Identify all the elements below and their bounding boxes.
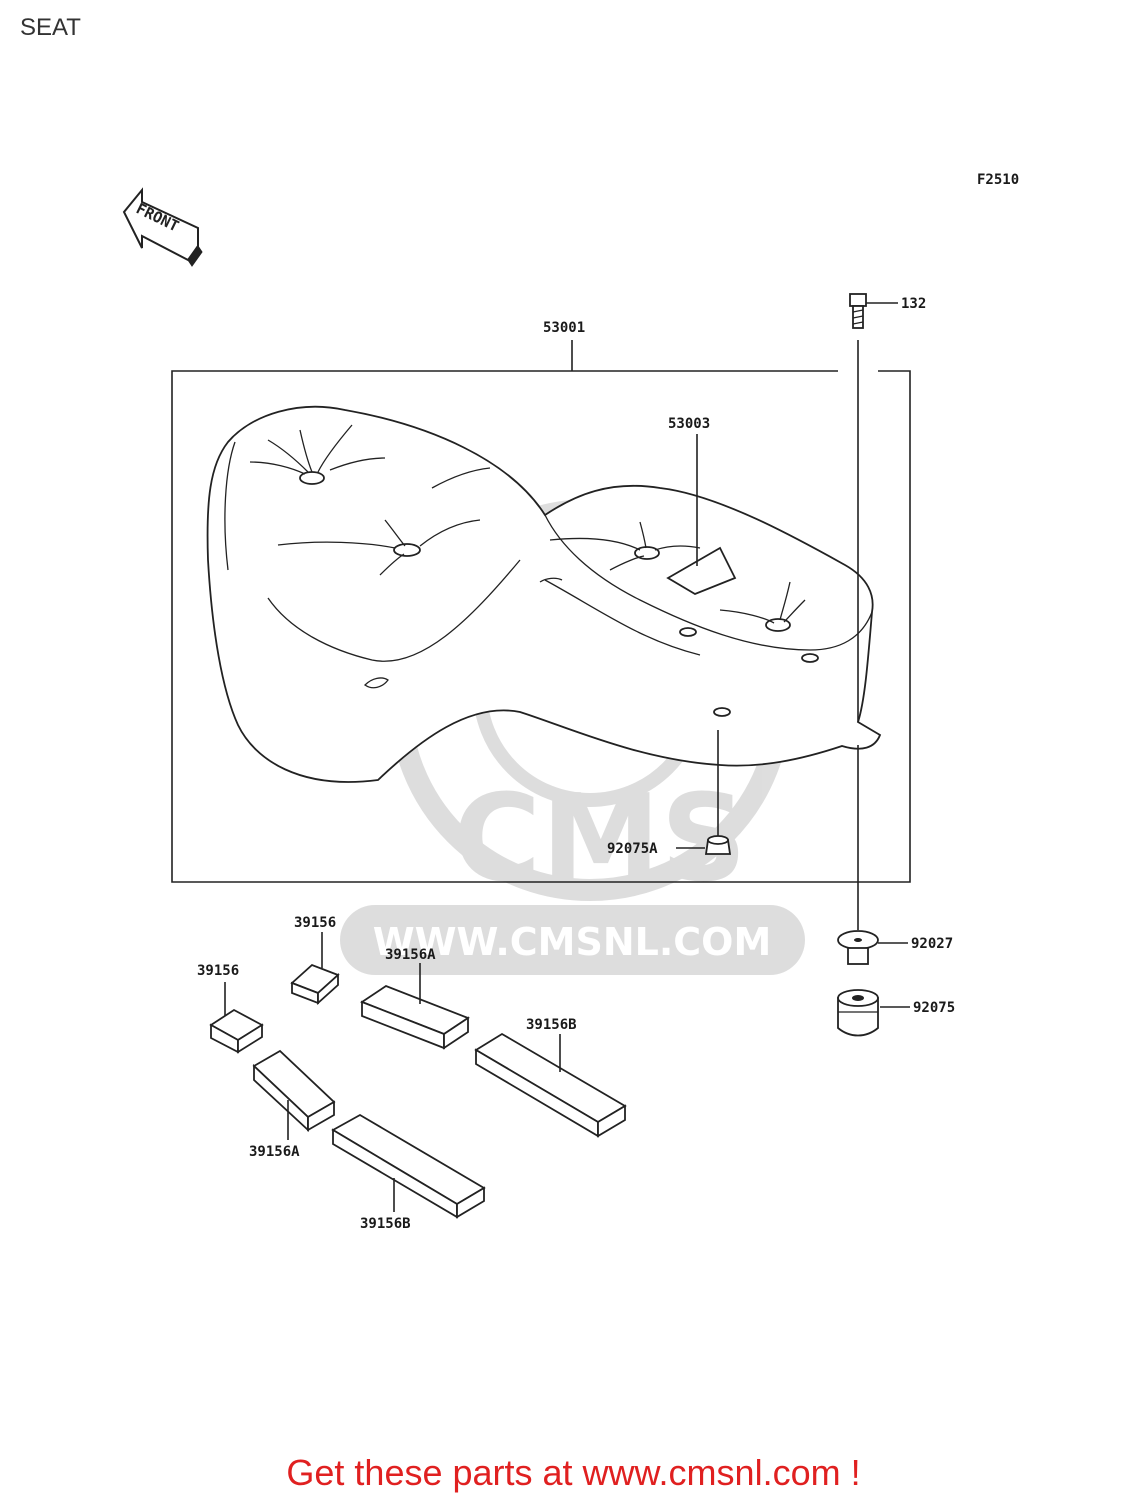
callout-53001: 53001 — [543, 320, 585, 336]
watermark-logo-text: CMS — [453, 770, 747, 909]
damper-92075: 92075 — [837, 989, 955, 1037]
callout-39156-top: 39156 — [294, 915, 336, 931]
figure-code: F2510 — [977, 172, 1019, 188]
callout-39156A-bottom: 39156A — [249, 1144, 300, 1160]
callout-92075: 92075 — [913, 1000, 955, 1016]
damper-92075A: 92075A — [607, 730, 732, 857]
label-plate-53003: 53003 — [666, 416, 737, 596]
pad-39156A-bottom: 39156A — [249, 1049, 336, 1160]
callout-39156A-top: 39156A — [385, 947, 436, 963]
pad-39156B-right: 39156B — [474, 1017, 627, 1138]
callout-92027: 92027 — [911, 936, 953, 952]
bolt-132: 132 — [849, 293, 926, 329]
callout-39156-left: 39156 — [197, 963, 239, 979]
callout-39156B-right: 39156B — [526, 1017, 577, 1033]
seat-53001 — [206, 405, 882, 783]
pad-39156A-top: 39156A — [360, 947, 470, 1050]
collar-92027: 92027 — [837, 930, 953, 965]
callout-39156B-bottom: 39156B — [360, 1216, 411, 1232]
callout-92075A: 92075A — [607, 841, 658, 857]
assembly-frame — [171, 370, 911, 883]
callout-53003: 53003 — [668, 416, 710, 432]
pad-39156-top: 39156 — [290, 915, 340, 1006]
watermark-text: WWW.CMSNL.COM — [373, 920, 772, 964]
front-arrow-icon: FRONT — [122, 187, 203, 267]
parts-diagram: CMS WWW.CMSNL.COM F2510 FRONT 53001 — [122, 172, 1019, 1232]
callout-132: 132 — [901, 296, 926, 312]
pad-39156B-bottom: 39156B — [331, 1113, 486, 1232]
promo-footer[interactable]: Get these parts at www.cmsnl.com ! — [286, 1452, 861, 1493]
pad-39156-left: 39156 — [197, 963, 264, 1054]
page-title: SEAT — [20, 14, 81, 41]
